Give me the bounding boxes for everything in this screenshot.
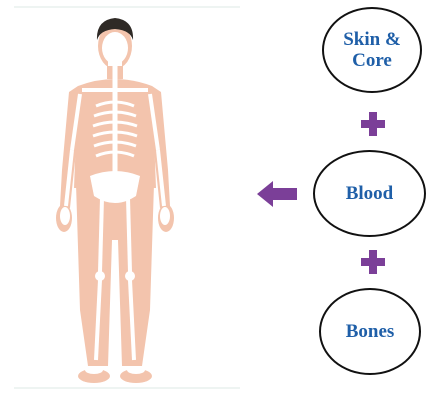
human-skeleton-illustration [50,10,180,388]
oval-skin-core: Skin & Core [322,7,422,93]
divider-bottom [14,387,240,389]
oval-bones: Bones [319,288,421,375]
divider-top [14,6,240,8]
oval-bones-label: Bones [346,321,395,342]
plus-icon [361,250,385,274]
oval-skin-core-label: Skin & Core [343,29,401,71]
oval-blood: Blood [313,150,426,237]
plus-icon [361,112,385,136]
oval-blood-label: Blood [346,183,394,204]
left-arrow-icon [257,179,297,209]
skeleton [60,32,170,374]
